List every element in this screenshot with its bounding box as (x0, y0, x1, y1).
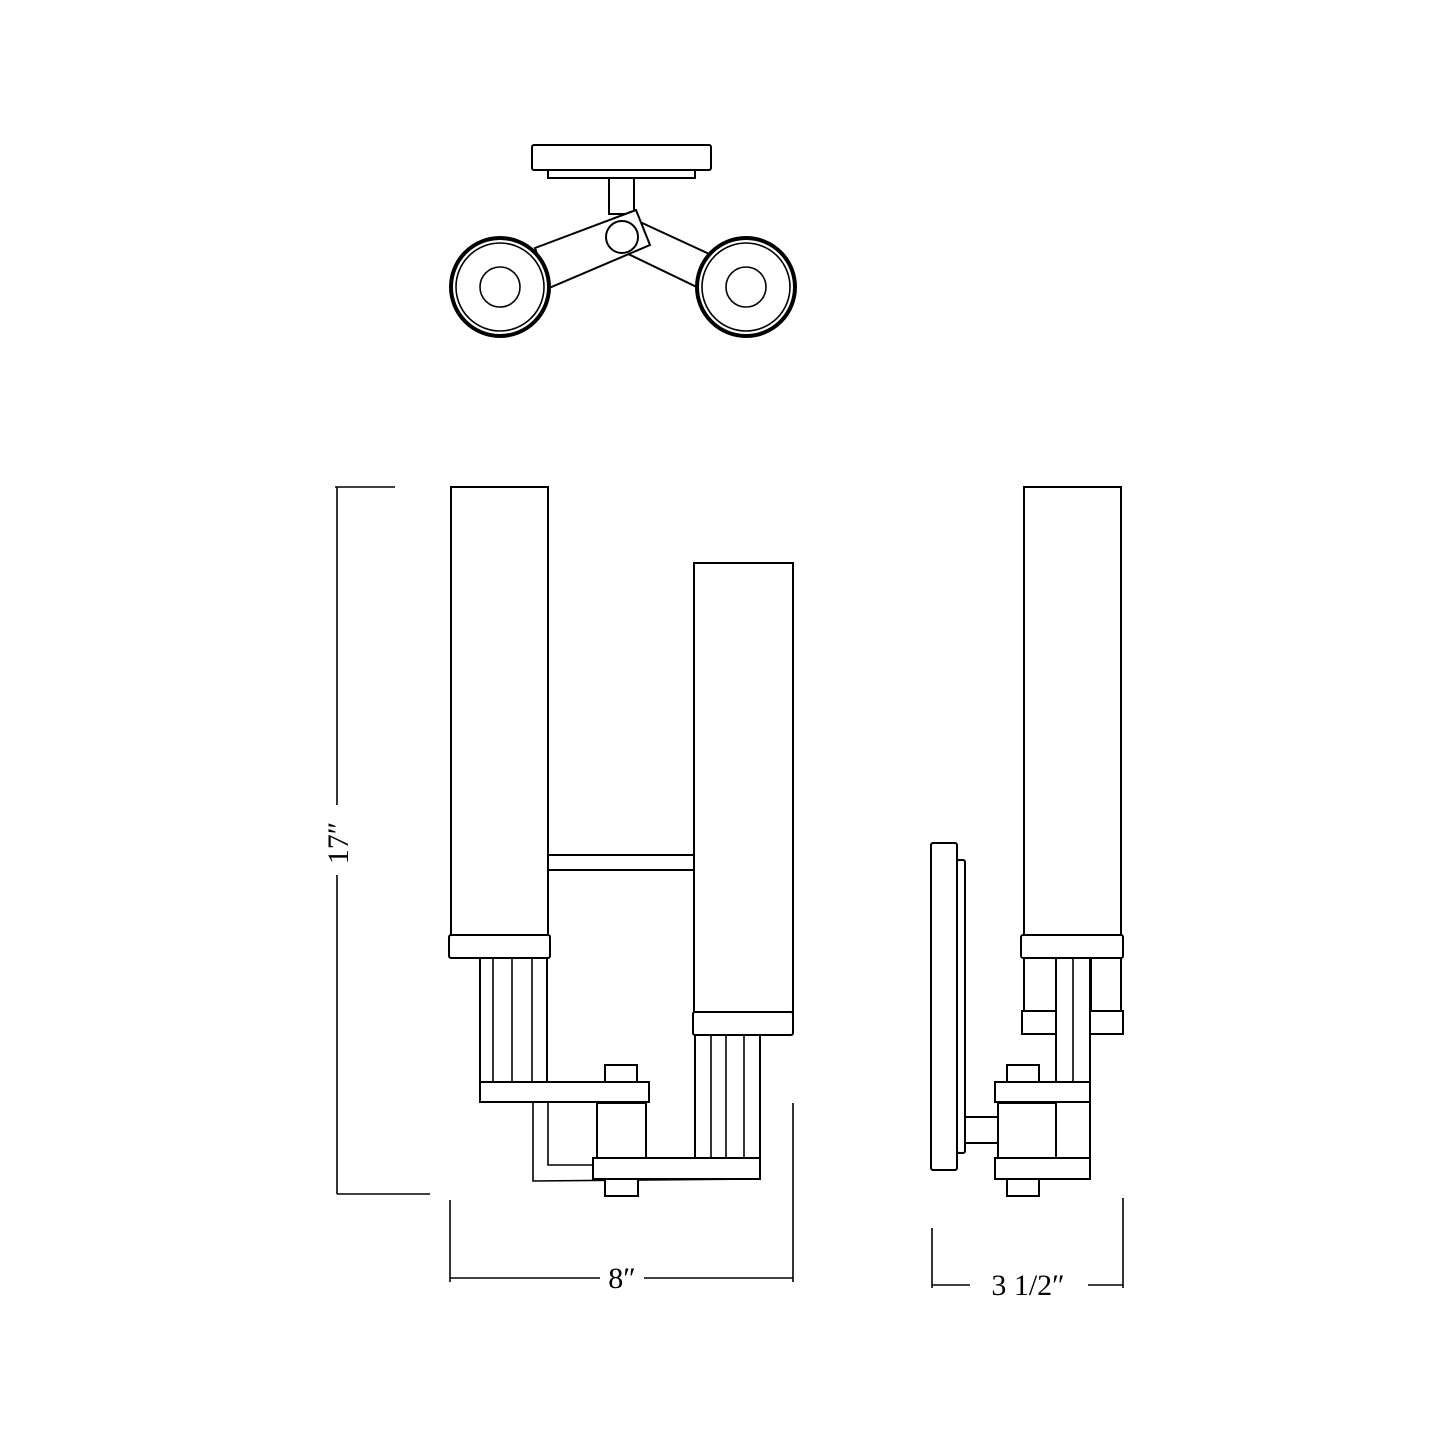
shade-left-top (449, 236, 551, 338)
dimension-height: 17″ (320, 486, 430, 1195)
canopy-top (531, 144, 712, 171)
front-view (448, 486, 794, 1197)
left-stem (479, 957, 548, 1083)
canopy-plate-top (547, 169, 696, 179)
stem-top (608, 177, 635, 215)
crossbar (547, 854, 695, 871)
shade-right (693, 562, 794, 1013)
lower-arm (592, 1157, 761, 1180)
dimension-width: 8″ (449, 1103, 794, 1295)
shade-right-top (695, 236, 797, 338)
band-left (448, 934, 551, 959)
upper-arm (479, 1081, 650, 1103)
hinge-body (596, 1102, 647, 1159)
wall-arm (964, 1116, 999, 1144)
hub-circle (605, 220, 639, 254)
band-side (1020, 934, 1124, 959)
backplate (930, 842, 958, 1171)
backplate-inner (956, 859, 966, 1154)
band-right (692, 1011, 794, 1036)
shade-side (1023, 486, 1122, 937)
width-label: 8″ (608, 1262, 636, 1295)
right-stem (694, 1034, 761, 1160)
depth-label: 3 1/2″ (991, 1269, 1064, 1302)
side-view (930, 486, 1124, 1197)
dimension-depth: 3 1/2″ (931, 1198, 1124, 1302)
shade-left (450, 486, 549, 937)
height-label: 17″ (322, 822, 355, 865)
nut-top (604, 1064, 638, 1083)
nut-bottom (604, 1178, 639, 1197)
top-view (449, 144, 797, 338)
